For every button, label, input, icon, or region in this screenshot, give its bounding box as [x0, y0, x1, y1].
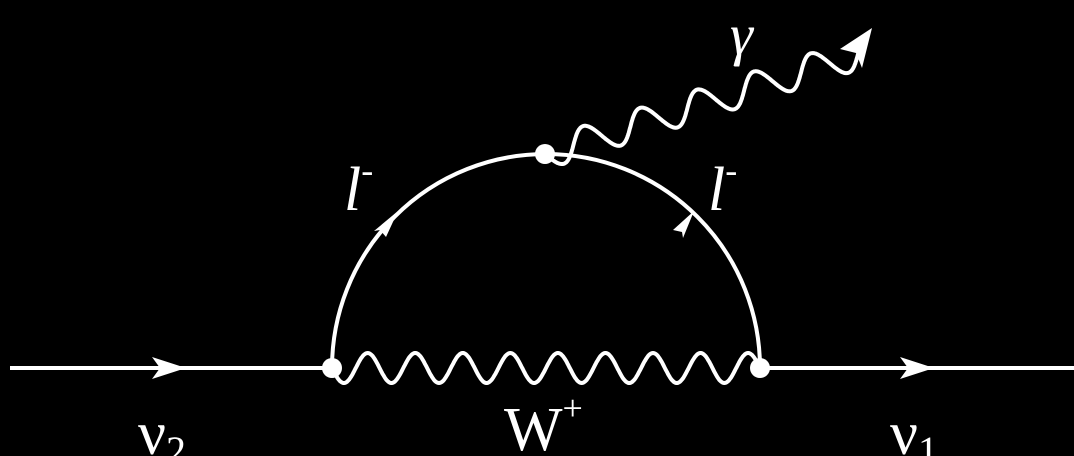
lepton-right-arrow-icon [673, 211, 694, 238]
w-label: W+ [504, 388, 583, 456]
nu1-arrow-icon [900, 357, 934, 379]
vertex-top [535, 144, 555, 164]
gamma-label: γ [730, 2, 755, 67]
nu2-arrow-icon [152, 357, 186, 379]
vertex-left [322, 358, 342, 378]
w-boson-line [330, 350, 762, 386]
photon-arrow-icon [840, 28, 872, 68]
nu2-label: ν2 [138, 400, 186, 456]
vertex-right [750, 358, 770, 378]
lepton-left-label: l- [344, 150, 373, 224]
lepton-left-arrow-icon [374, 211, 398, 237]
photon-line [543, 51, 860, 166]
lepton-right-label: l- [708, 150, 737, 224]
nu1-label: ν1 [890, 400, 938, 456]
